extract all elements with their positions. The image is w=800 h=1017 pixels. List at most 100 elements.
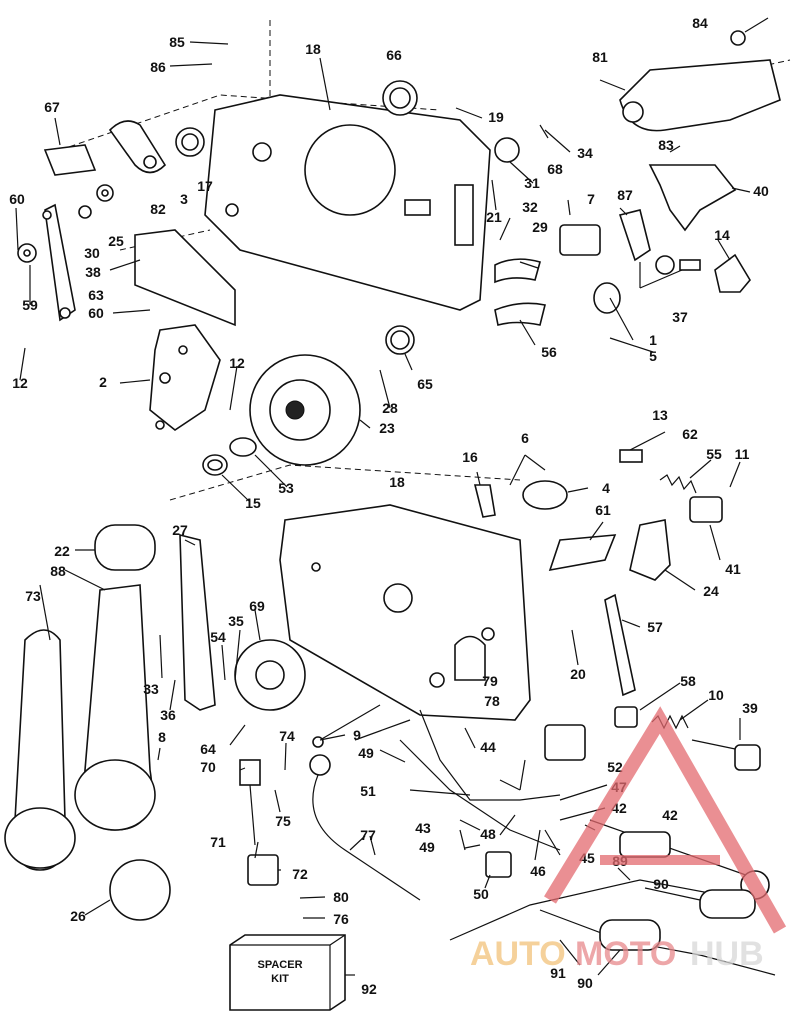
callout-50: 50 [473, 886, 489, 902]
callout-90-upper: 90 [653, 876, 669, 892]
part-39-shaft [691, 739, 761, 771]
part-4-switch [522, 480, 568, 510]
callout-46: 46 [530, 863, 546, 879]
callout-19: 19 [488, 109, 504, 125]
callout-31: 31 [524, 175, 540, 191]
callout-90-lower: 90 [577, 975, 593, 991]
callout-74: 74 [279, 728, 295, 744]
callout-53: 53 [278, 480, 294, 496]
callout-49-lower: 49 [419, 839, 435, 855]
part-87-switch-lever [618, 209, 651, 262]
part-73-lever [4, 629, 76, 871]
callout-64: 64 [200, 741, 216, 757]
callout-30: 30 [84, 245, 100, 261]
callout-3: 3 [180, 191, 188, 207]
lower-housing [279, 504, 531, 721]
callout-18-lower: 18 [389, 474, 405, 490]
part-14-knob [714, 253, 751, 293]
callout-23: 23 [379, 420, 395, 436]
callout-17: 17 [197, 178, 213, 194]
callout-35: 35 [228, 613, 244, 629]
part-65-ring [385, 325, 415, 355]
part-84-nut [730, 30, 746, 46]
callout-40: 40 [753, 183, 769, 199]
guide-line [169, 464, 521, 501]
callout-22: 22 [54, 543, 70, 559]
callout-34: 34 [577, 145, 593, 161]
callout-41: 41 [725, 561, 741, 577]
callout-68: 68 [547, 161, 563, 177]
callout-6: 6 [521, 430, 529, 446]
callout-12-left: 12 [12, 375, 28, 391]
callout-51: 51 [360, 783, 376, 799]
part-41-block [689, 496, 723, 523]
part-70-switch [239, 759, 261, 846]
part-56-cam [494, 302, 546, 327]
wiring-harness [399, 709, 586, 878]
callout-88: 88 [50, 563, 66, 579]
callout-60-upper: 60 [9, 191, 25, 207]
callout-27: 27 [172, 522, 188, 538]
callout-70: 70 [200, 759, 216, 775]
callout-63: 63 [88, 287, 104, 303]
part-69-ring [234, 639, 306, 711]
callout-84: 84 [692, 15, 708, 31]
callout-44: 44 [480, 739, 496, 755]
part-31-disk [494, 137, 520, 163]
part-62-pin [619, 449, 643, 463]
callout-16: 16 [462, 449, 478, 465]
callout-48: 48 [480, 826, 496, 842]
part-61-decal [548, 534, 617, 572]
part-22-cap [94, 524, 156, 571]
callout-72: 72 [292, 866, 308, 882]
part-26-disc [109, 859, 171, 921]
callout-78: 78 [484, 693, 500, 709]
callout-5: 5 [649, 348, 657, 364]
callout-60-lower: 60 [88, 305, 104, 321]
callout-76: 76 [333, 911, 349, 927]
callout-11: 11 [735, 446, 750, 462]
part-30-nut [78, 205, 92, 219]
callout-86: 86 [150, 59, 166, 75]
callout-62: 62 [682, 426, 698, 442]
callout-13: 13 [652, 407, 668, 423]
part-58-block [614, 706, 638, 728]
callout-32: 32 [522, 199, 538, 215]
part-24-plate [629, 519, 671, 581]
part-16-clip [473, 484, 496, 518]
callout-36: 36 [160, 707, 176, 723]
callout-43: 43 [415, 820, 431, 836]
callout-58: 58 [680, 673, 696, 689]
callout-42-right: 42 [662, 807, 678, 823]
callout-20: 20 [570, 666, 586, 682]
callout-15: 15 [245, 495, 261, 511]
callout-18-upper: 18 [305, 41, 321, 57]
callout-85: 85 [169, 34, 185, 50]
part-59-washer [17, 243, 37, 263]
part-55-spring [659, 474, 697, 494]
callout-33: 33 [143, 681, 159, 697]
callout-81: 81 [592, 49, 608, 65]
callout-65: 65 [417, 376, 433, 392]
part-77-cable [309, 754, 421, 901]
callout-79: 79 [482, 673, 498, 689]
callout-7: 7 [587, 191, 595, 207]
callout-80: 80 [333, 889, 349, 905]
callout-2: 2 [99, 374, 107, 390]
part-53-ring [229, 437, 257, 457]
callout-54: 54 [210, 629, 226, 645]
part-67-clip [43, 144, 97, 176]
callout-77: 77 [360, 827, 376, 843]
callout-28: 28 [382, 400, 398, 416]
part-38-arm [42, 203, 76, 322]
part-81-lever [619, 59, 781, 132]
callout-37: 37 [672, 309, 688, 325]
callout-61: 61 [595, 502, 611, 518]
callout-59: 59 [22, 297, 38, 313]
watermark-logo: AUTO MOTO HUB [470, 706, 787, 973]
callout-91: 91 [550, 965, 566, 981]
callout-14: 14 [714, 227, 730, 243]
spacer-kit-line1: SPACER [257, 959, 302, 971]
callout-69: 69 [249, 598, 265, 614]
